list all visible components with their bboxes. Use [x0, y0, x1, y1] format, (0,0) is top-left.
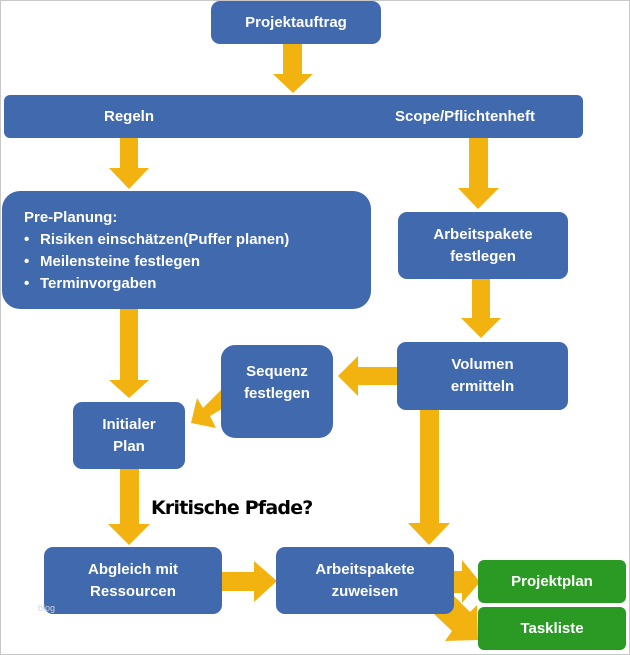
node-label: Projektauftrag [245, 13, 347, 31]
node-volumen-ermitteln: Volumen ermitteln [397, 342, 568, 410]
node-label: Sequenz festlegen [244, 363, 310, 402]
node-sequenz-festlegen: Sequenz festlegen [221, 345, 333, 438]
node-label: Volumen ermitteln [450, 356, 515, 395]
node-regeln: Regeln [104, 107, 155, 125]
arrow-abgleich-to-zuweisen [221, 561, 277, 602]
arrow-volumen-to-sequenz [338, 356, 398, 396]
node-label: Arbeitspakete festlegen [433, 225, 533, 265]
node-label: Abgleich mit Ressourcen [87, 560, 178, 600]
node-initialer-plan: Initialer Plan [73, 402, 185, 469]
arrow-sequenz-to-initialer [191, 389, 230, 428]
node-scope: Scope/Pflichtenheft [394, 107, 535, 125]
node-abgleich-ressourcen: Abgleich mit Ressourcen [44, 547, 222, 614]
pre-planung-list: Risiken einschätzen(Puffer planen) Meile… [24, 229, 289, 295]
node-pre-planung: Pre-Planung: Risiken einschätzen(Puffer … [2, 191, 371, 309]
watermark: blog [38, 603, 56, 613]
pre-planung-item: Terminvorgaben [24, 273, 289, 295]
node-projektplan: Projektplan [478, 560, 626, 603]
arrow-scope-to-arbeitspakete [458, 138, 499, 209]
pre-planung-title: Pre-Planung: [24, 209, 118, 226]
critical-path-annotation: Kritische Pfade? [151, 497, 313, 519]
node-projektauftrag: Projektauftrag [211, 1, 381, 44]
node-arbeitspakete-festlegen: Arbeitspakete festlegen [398, 212, 568, 279]
node-arbeitspakete-zuweisen: Arbeitspakete zuweisen [276, 547, 454, 614]
arrow-projektauftrag-to-bar [273, 43, 313, 93]
arrow-volumen-to-zuweisen [408, 410, 450, 545]
arrow-regeln-to-preplanung [109, 138, 149, 189]
arrow-initialer-to-abgleich [108, 468, 150, 545]
pre-planung-item: Risiken einschätzen(Puffer planen) [24, 229, 289, 251]
arrow-zuweisen-to-projektplan [454, 560, 480, 603]
node-label: Projektplan [511, 572, 593, 590]
node-regeln-scope-bar: Regeln Scope/Pflichtenheft [4, 95, 583, 138]
arrow-arbeitspakete-to-volumen [461, 279, 501, 338]
node-taskliste: Taskliste [478, 607, 626, 650]
arrow-preplanung-to-initialer [109, 308, 149, 398]
pre-planung-item: Meilensteine festlegen [24, 251, 289, 273]
node-label: Initialer Plan [102, 415, 156, 455]
node-label: Taskliste [520, 619, 584, 637]
node-label: Arbeitspakete zuweisen [315, 560, 415, 600]
